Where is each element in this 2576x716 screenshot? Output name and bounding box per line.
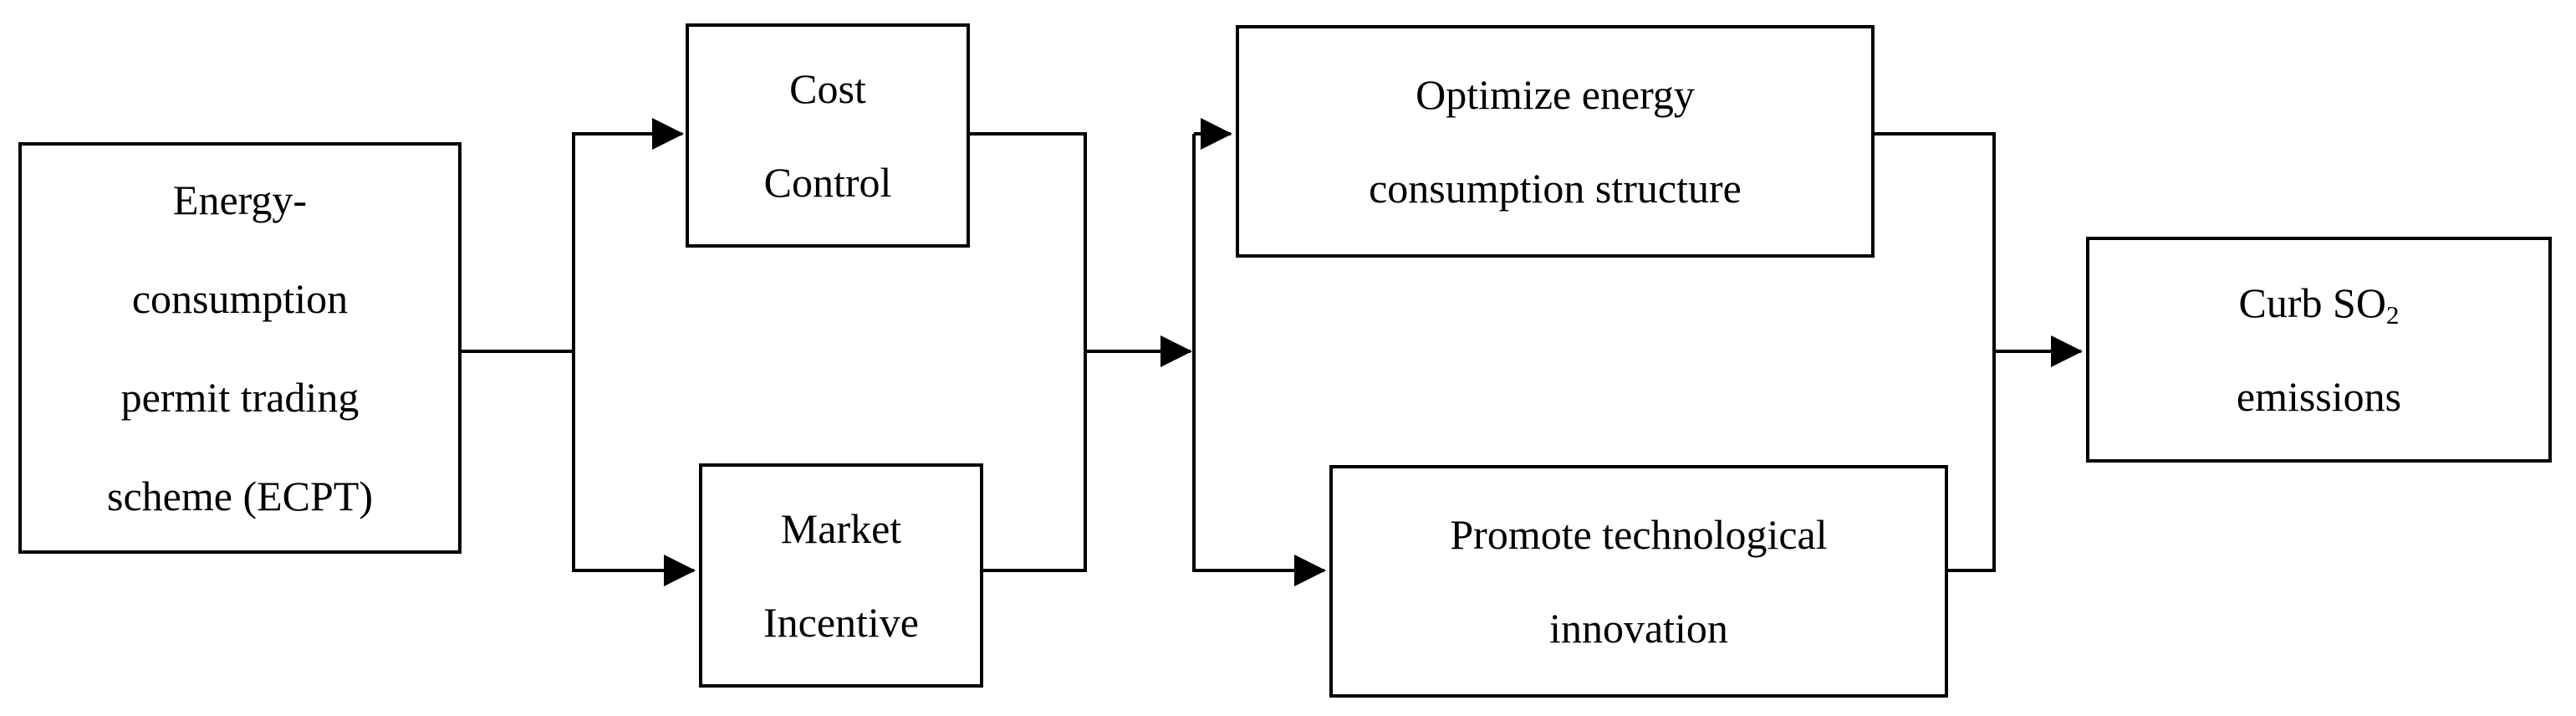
so2-subscript: 2 [2385, 299, 2400, 330]
node-market-incentive: Market Incentive [699, 463, 983, 688]
node-curb-so2-emissions: Curb SO2 emissions [2086, 237, 2552, 463]
node-cost-control-line-2: Control [763, 159, 892, 206]
node-ecpt-line-2: consumption [131, 275, 349, 322]
node-cost-control: Cost Control [686, 23, 970, 248]
node-optimize-energy-line-1: Optimize energy [1416, 71, 1695, 118]
curb-so2-text: Curb SO [2238, 279, 2386, 326]
node-promote-innovation-line-1: Promote technological [1450, 511, 1828, 558]
node-ecpt-line-3: permit trading [120, 374, 360, 421]
node-market-incentive-line-1: Market [780, 505, 902, 552]
node-promote-innovation-line-2: innovation [1549, 605, 1728, 652]
node-cost-control-line-1: Cost [789, 65, 866, 112]
node-ecpt: Energy- consumption permit trading schem… [18, 142, 462, 554]
node-promote-innovation: Promote technological innovation [1329, 465, 1948, 698]
node-ecpt-line-4: scheme (ECPT) [107, 473, 373, 519]
node-curb-so2-line-1: Curb SO2 [2239, 256, 2400, 350]
node-ecpt-line-1: Energy- [172, 176, 308, 223]
node-market-incentive-line-2: Incentive [763, 599, 919, 646]
node-optimize-energy-line-2: consumption structure [1369, 165, 1742, 212]
node-optimize-energy: Optimize energy consumption structure [1236, 25, 1875, 258]
node-curb-so2-line-2: emissions [2236, 373, 2402, 420]
